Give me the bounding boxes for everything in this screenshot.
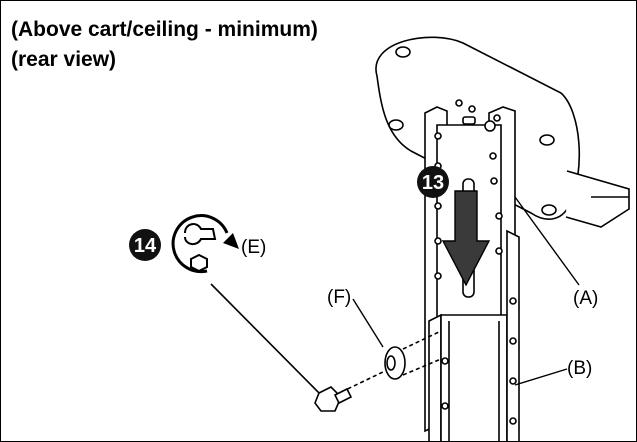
label-f: (F) [327, 287, 351, 308]
label-b: (B) [567, 358, 592, 379]
diagram-subtitle: (rear view) [11, 48, 117, 71]
step-badge-13: 13 [417, 166, 449, 198]
step-badge-14: 14 [129, 229, 161, 261]
label-e: (E) [241, 237, 266, 258]
washer-icon [384, 330, 442, 380]
wrench-rotate-icon [171, 214, 239, 274]
bolt-icon [210, 283, 386, 412]
column-b [428, 229, 520, 441]
down-arrow-icon [441, 190, 491, 287]
svg-text:14: 14 [134, 235, 157, 257]
svg-text:13: 13 [422, 172, 444, 194]
diagram-title: (Above cart/ceiling - minimum) [11, 18, 318, 41]
label-a: (A) [573, 288, 598, 309]
label-leaders [352, 196, 580, 386]
